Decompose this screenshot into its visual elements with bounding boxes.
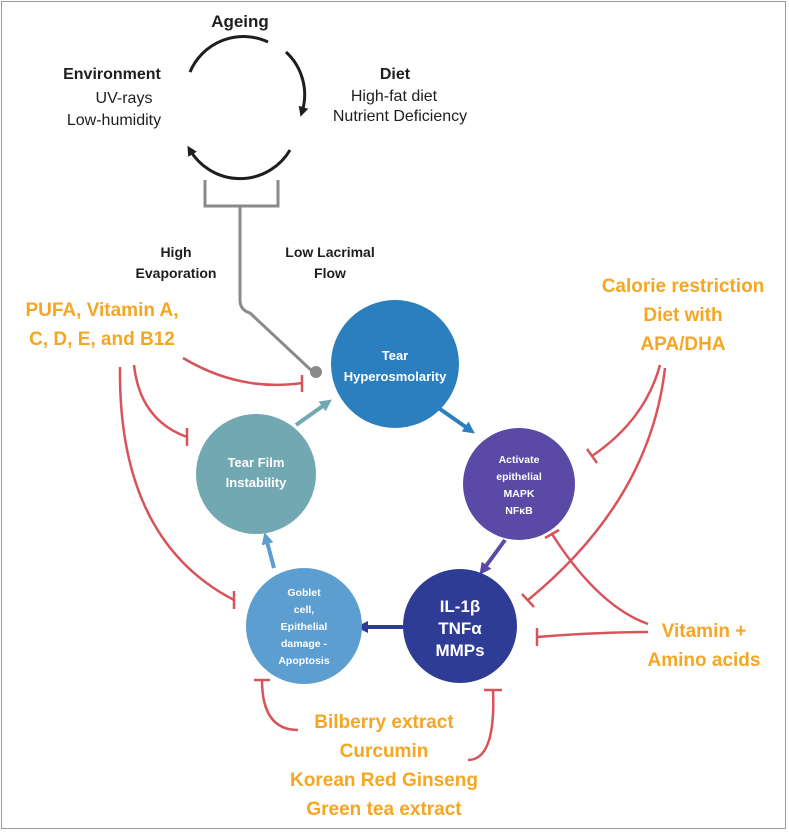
cause-bracket [203,180,314,373]
arrow-hyperosmolarity-to-mapk [438,407,475,434]
environment-line: Low-humidity [67,112,161,129]
node-label: Tear [382,348,409,363]
intervention-calorie: Calorie restriction [602,276,765,297]
intervention-bilberry: Curcumin [340,741,429,762]
node-label: Activate [499,454,540,466]
inhibit-calorie-mapk [591,364,662,458]
intervention-bilberry: Korean Red Ginseng [290,770,478,791]
cycle-arrow-right [284,50,309,117]
intervention-calorie: APA/DHA [640,334,725,355]
environment-title: Environment [63,66,161,83]
inhibit-vitamin-mapk [550,533,649,626]
node-label: MMPs [435,641,484,660]
node-label: damage - [281,638,328,650]
inhibit-pufa-goblet [118,366,235,602]
node-label: MAPK [504,488,535,500]
node-cytokines: IL-1β TNFα MMPs [403,569,517,683]
inhibit-calorie-cytokines [527,367,667,601]
node-label: Instability [226,475,287,490]
node-label: Tear Film [228,455,285,470]
diet-line: High-fat diet [351,88,438,105]
inhibition-lines [118,356,667,762]
node-label: epithelial [496,471,542,483]
high-evaporation-label: High [160,244,191,260]
node-goblet: Goblet cell, Epithelial damage - Apoptos… [246,568,362,684]
node-label: Epithelial [281,621,328,633]
inhibit-bilberry-goblet [260,679,299,732]
environment-line: UV-rays [96,90,153,107]
arrow-mapk-to-cytokines [479,538,507,575]
inhibit-pufa-hyperosmolarity [182,356,303,387]
node-tear-hyperosmolarity: Tear Hyperosmolarity [331,300,459,428]
intervention-vitamin: Vitamin + [662,621,747,642]
node-tear-film: Tear Film Instability [196,414,316,534]
low-lacrimal-flow-label: Flow [314,265,346,281]
node-label: Goblet [287,587,321,599]
intervention-bilberry: Green tea extract [306,799,462,820]
intervention-bilberry: Bilberry extract [314,712,454,733]
node-label: NFκB [505,505,533,517]
node-label: Apoptosis [278,655,329,667]
node-activate-mapk: Activate epithelial MAPK NFκB [463,428,575,540]
inhibit-vitamin-cytokines [536,630,649,639]
node-label: Hyperosmolarity [344,369,447,384]
diet-line: Nutrient Deficiency [333,108,467,125]
intervention-vitamin: Amino acids [648,650,761,671]
cause-cycle [187,35,309,181]
intervention-pufa: C, D, E, and B12 [29,329,175,350]
diet-title: Diet [380,66,411,83]
ageing-label: Ageing [211,12,269,31]
pathway-arrows [261,399,507,633]
inhibit-bilberry-cytokines [467,689,495,762]
intervention-pufa: PUFA, Vitamin A, [25,300,178,321]
cycle-arrow-bottom [187,145,292,181]
node-label: TNFα [438,619,482,638]
low-lacrimal-flow-label: Low Lacrimal [285,244,374,260]
arrow-goblet-to-tear-film [261,532,276,569]
intervention-calorie: Diet with [643,305,722,326]
high-evaporation-label: Evaporation [136,265,217,281]
connector-dot [310,366,322,378]
node-label: cell, [294,604,315,616]
node-label: IL-1β [440,597,481,616]
cycle-arrow-top [188,35,269,73]
arrow-tear-film-to-hyperosmolarity [294,399,332,427]
inhibit-pufa-tear-film [132,364,188,439]
